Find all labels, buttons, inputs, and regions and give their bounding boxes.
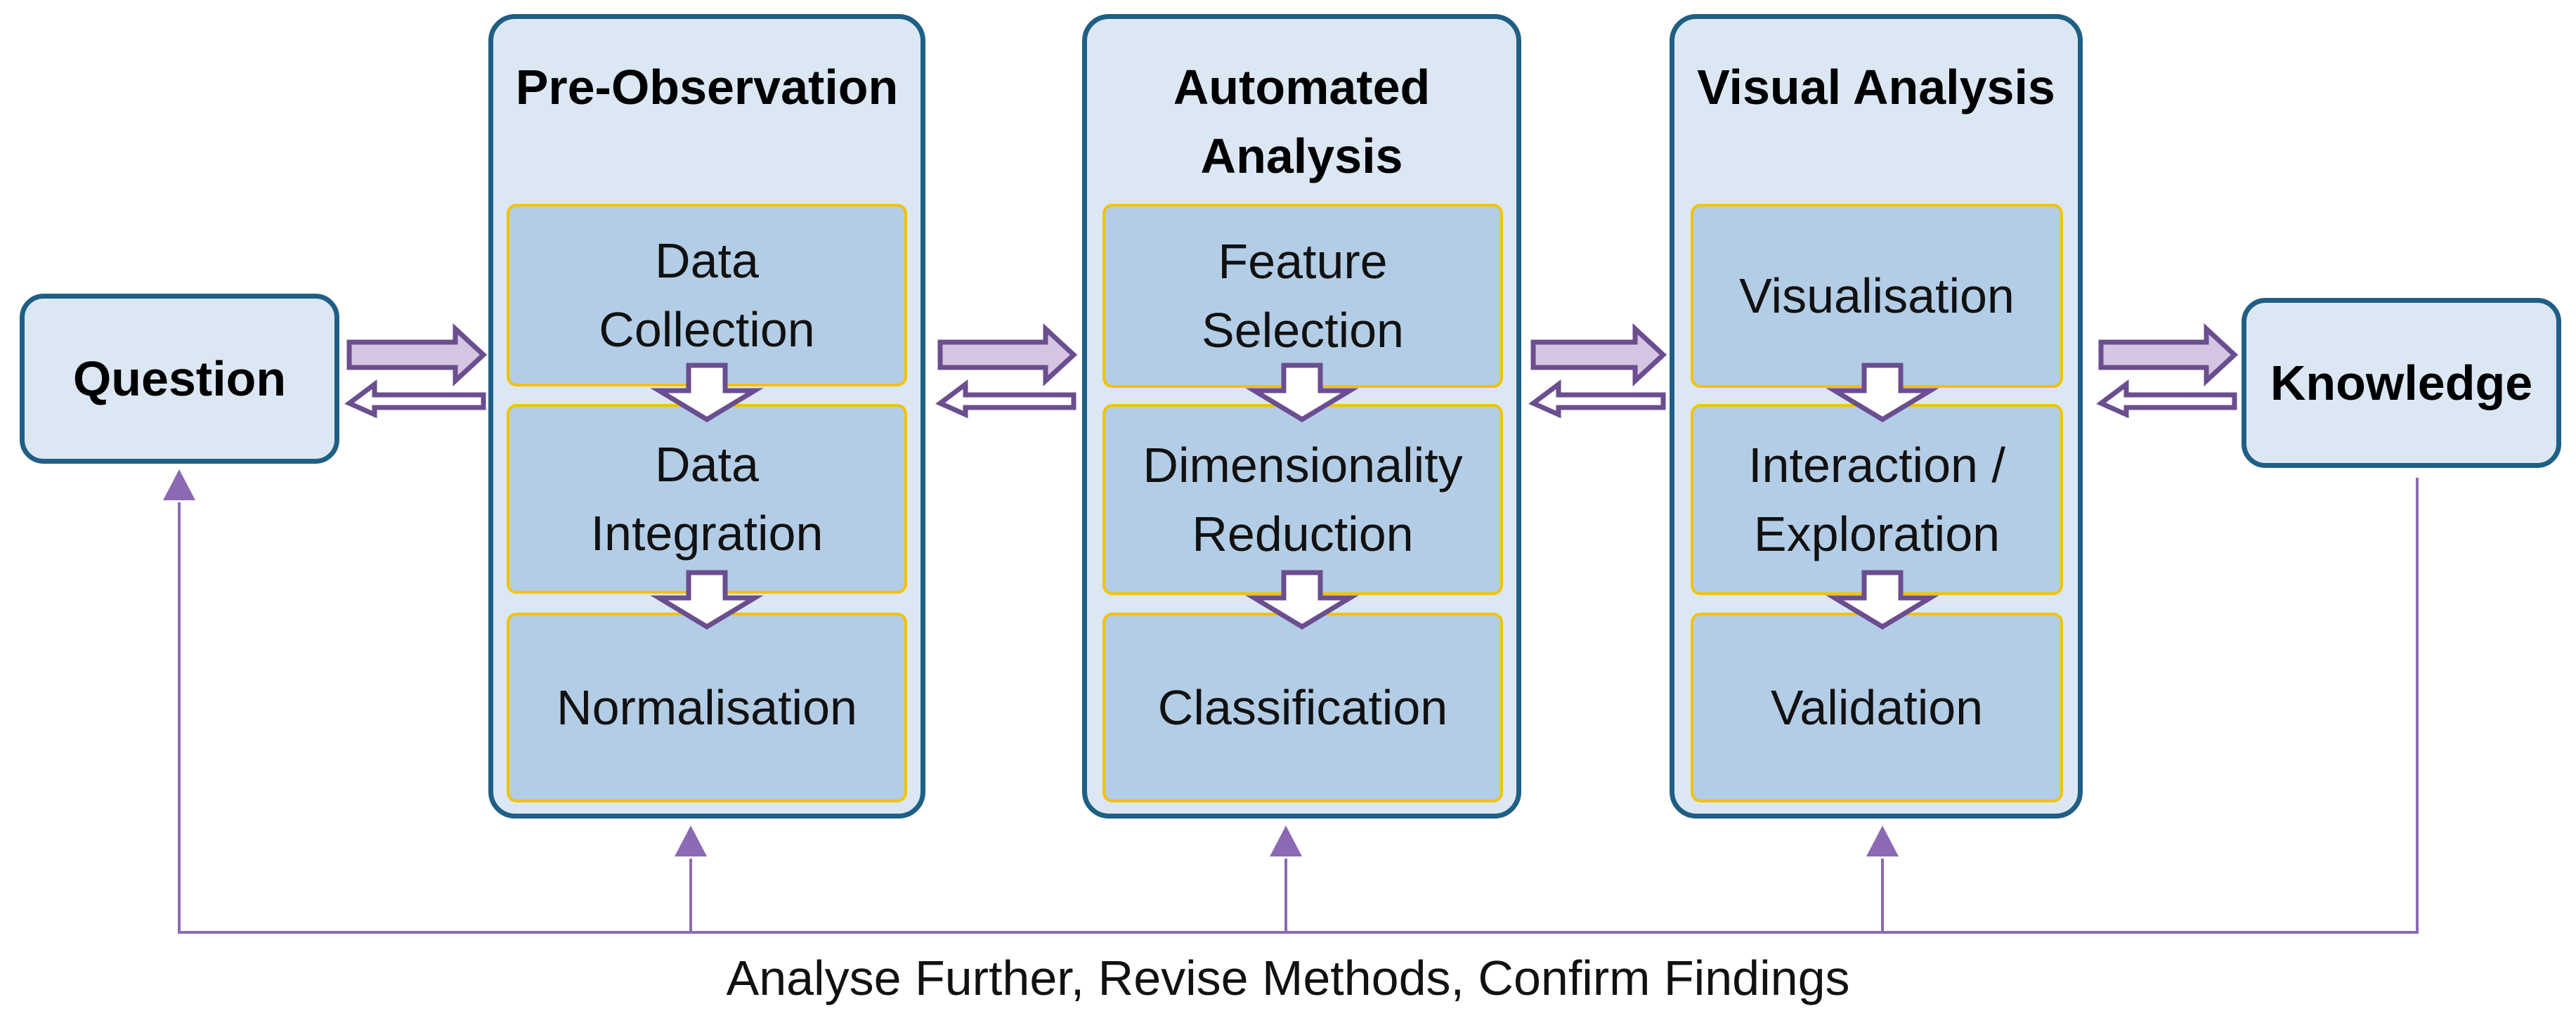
double-arrow-left-1 [344, 379, 486, 419]
double-arrow-left-3 [1528, 379, 1666, 419]
step-label: Data Collection [599, 233, 815, 357]
feedback-loop-line [178, 478, 2419, 934]
stage-title: Visual Analysis [1697, 60, 2055, 115]
step-label: Interaction / Exploration [1748, 438, 2005, 561]
feedback-arrow-to-automated-analysis [1270, 826, 1302, 856]
stage-title: Pre-Observation [515, 60, 899, 115]
step-label: Feature Selection [1202, 234, 1404, 358]
feedback-caption: Analyse Further, Revise Methods, Confirm… [726, 951, 1850, 1005]
step-label: Visualisation [1739, 268, 2015, 323]
step-label: Classification [1157, 680, 1448, 735]
down-arrow-stage1-2 [650, 570, 764, 630]
question-box: Question [20, 294, 339, 464]
step-label: Data Integration [590, 437, 824, 561]
step-feature-selection: Feature Selection [1102, 204, 1503, 388]
down-arrow-stage2-1 [1245, 363, 1359, 423]
step-classification: Classification [1102, 613, 1503, 802]
step-normalisation: Normalisation [507, 613, 907, 802]
step-label: Validation [1770, 680, 1984, 735]
step-data-collection: Data Collection [507, 204, 907, 386]
double-arrow-right-4 [2098, 322, 2239, 387]
step-label: Dimensionality Reduction [1143, 438, 1463, 561]
feedback-arrow-to-visual-analysis [1866, 826, 1899, 856]
feedback-arrow-to-pre-observation [675, 826, 707, 856]
down-arrow-stage2-2 [1245, 570, 1359, 630]
step-visualisation: Visualisation [1691, 204, 2063, 388]
double-arrow-right-1 [346, 322, 488, 387]
knowledge-label: Knowledge [2270, 356, 2533, 410]
step-label: Normalisation [557, 680, 857, 735]
down-arrow-stage3-1 [1826, 363, 1939, 423]
feedback-arrow-to-question [163, 469, 195, 500]
double-arrow-left-2 [935, 379, 1076, 419]
double-arrow-right-2 [937, 322, 1078, 387]
step-data-integration: Data Integration [507, 404, 907, 594]
down-arrow-stage1-1 [650, 363, 764, 423]
question-label: Question [72, 351, 287, 406]
step-dimensionality-reduction: Dimensionality Reduction [1102, 404, 1503, 595]
knowledge-box: Knowledge [2242, 298, 2561, 468]
step-interaction-exploration: Interaction / Exploration [1691, 404, 2063, 595]
stage-title: Automated Analysis [1173, 60, 1431, 183]
double-arrow-left-4 [2096, 379, 2237, 419]
down-arrow-stage3-2 [1826, 570, 1939, 630]
double-arrow-right-3 [1530, 322, 1667, 387]
